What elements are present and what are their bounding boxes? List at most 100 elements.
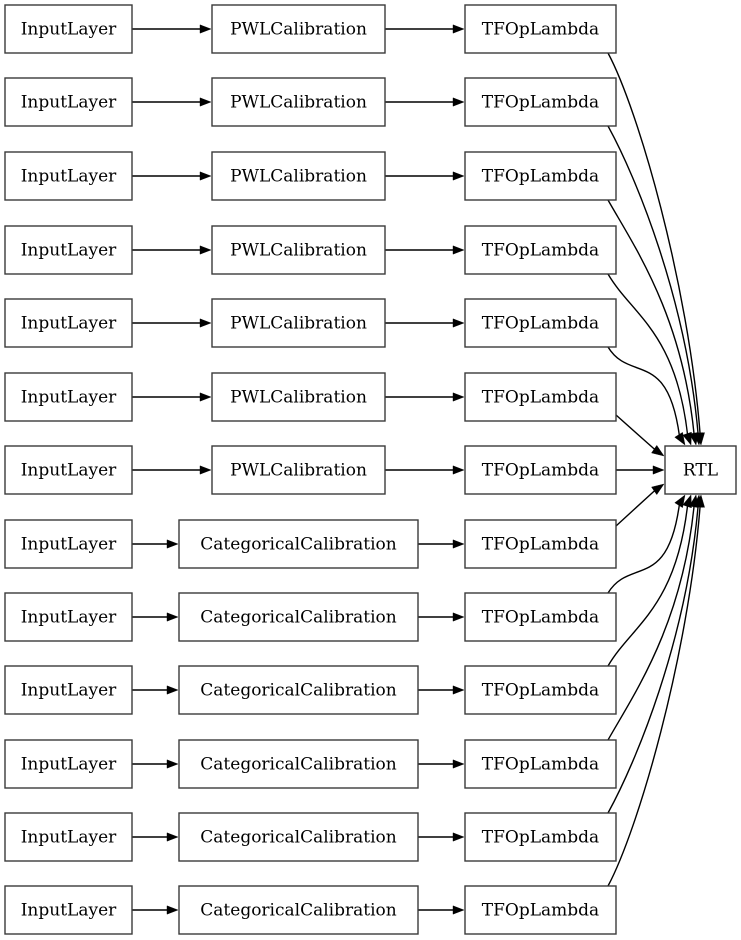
node-calibration-3[interactable]: PWLCalibration <box>211 225 386 275</box>
node-calibration-12[interactable]: CategoricalCalibration <box>178 885 419 935</box>
node-lambda-10-label: TFOpLambda <box>482 755 599 775</box>
node-input-layer-8-label: InputLayer <box>21 608 117 628</box>
edge-calibration-lambda-0-arrowhead <box>452 24 465 34</box>
node-lambda-4-label: TFOpLambda <box>482 314 599 334</box>
node-input-layer-3-box <box>4 225 133 275</box>
edge-input-calibration-12-arrowhead <box>166 905 179 915</box>
node-calibration-1-box <box>211 77 386 127</box>
node-lambda-7[interactable]: TFOpLambda <box>464 519 617 569</box>
node-input-layer-7[interactable]: InputLayer <box>4 519 133 569</box>
node-calibration-6-box <box>211 445 386 495</box>
node-calibration-6[interactable]: PWLCalibration <box>211 445 386 495</box>
node-lambda-11-label: TFOpLambda <box>482 828 599 848</box>
node-lambda-1[interactable]: TFOpLambda <box>464 77 617 127</box>
node-calibration-11[interactable]: CategoricalCalibration <box>178 812 419 862</box>
node-input-layer-7-box <box>4 519 133 569</box>
node-calibration-2[interactable]: PWLCalibration <box>211 151 386 201</box>
node-lambda-5[interactable]: TFOpLambda <box>464 372 617 422</box>
node-lambda-3[interactable]: TFOpLambda <box>464 225 617 275</box>
node-calibration-10-box <box>178 739 419 789</box>
node-lambda-4-box <box>464 298 617 348</box>
node-calibration-1[interactable]: PWLCalibration <box>211 77 386 127</box>
node-lambda-3-label: TFOpLambda <box>482 241 599 261</box>
node-calibration-7-label: CategoricalCalibration <box>200 535 396 555</box>
edge-calibration-lambda-4-arrowhead <box>452 318 465 328</box>
node-input-layer-11-label: InputLayer <box>21 828 117 848</box>
node-lambda-9[interactable]: TFOpLambda <box>464 665 617 715</box>
node-lambda-8[interactable]: TFOpLambda <box>464 592 617 642</box>
node-lambda-10-box <box>464 739 617 789</box>
edge-lambda-rtl-1-curve <box>607 125 699 435</box>
node-input-layer-6[interactable]: InputLayer <box>4 445 133 495</box>
node-calibration-11-label: CategoricalCalibration <box>200 828 396 848</box>
node-lambda-5-label: TFOpLambda <box>482 388 599 408</box>
node-calibration-2-label: PWLCalibration <box>230 167 367 187</box>
node-calibration-9-box <box>178 665 419 715</box>
edge-calibration-lambda-11-arrowhead <box>452 832 465 842</box>
edge-input-calibration-9-arrowhead <box>166 685 179 695</box>
node-input-layer-2[interactable]: InputLayer <box>4 151 133 201</box>
node-input-layer-6-label: InputLayer <box>21 461 117 481</box>
edge-lambda-rtl-2-arrowhead <box>689 432 699 446</box>
edge-input-calibration-11-arrowhead <box>166 832 179 842</box>
edge-lambda-rtl-8-curve <box>607 503 681 594</box>
node-lambda-11-box <box>464 812 617 862</box>
edge-lambda-rtl-2-curve <box>607 199 695 435</box>
node-input-layer-0-box <box>4 4 133 54</box>
node-lambda-12-label: TFOpLambda <box>482 901 599 921</box>
node-input-layer-8-box <box>4 592 133 642</box>
node-lambda-10[interactable]: TFOpLambda <box>464 739 617 789</box>
node-input-layer-9[interactable]: InputLayer <box>4 665 133 715</box>
node-calibration-8[interactable]: CategoricalCalibration <box>178 592 419 642</box>
node-input-layer-10[interactable]: InputLayer <box>4 739 133 789</box>
node-input-layer-11-box <box>4 812 133 862</box>
node-lambda-4[interactable]: TFOpLambda <box>464 298 617 348</box>
node-lambda-12[interactable]: TFOpLambda <box>464 885 617 935</box>
node-calibration-9[interactable]: CategoricalCalibration <box>178 665 419 715</box>
node-input-layer-9-box <box>4 665 133 715</box>
node-input-layer-7-label: InputLayer <box>21 535 117 555</box>
node-input-layer-0[interactable]: InputLayer <box>4 4 133 54</box>
node-calibration-7[interactable]: CategoricalCalibration <box>178 519 419 569</box>
node-input-layer-12[interactable]: InputLayer <box>4 885 133 935</box>
edge-calibration-lambda-9-arrowhead <box>452 685 465 695</box>
edge-calibration-lambda-7-arrowhead <box>452 539 465 549</box>
edge-calibration-lambda-3-arrowhead <box>452 245 465 255</box>
node-lambda-0[interactable]: TFOpLambda <box>464 4 617 54</box>
node-lambda-1-label: TFOpLambda <box>482 93 599 113</box>
edge-input-calibration-0-arrowhead <box>199 24 212 34</box>
node-input-layer-5[interactable]: InputLayer <box>4 372 133 422</box>
node-lambda-6[interactable]: TFOpLambda <box>464 445 617 495</box>
node-calibration-8-label: CategoricalCalibration <box>200 608 396 628</box>
edge-lambda-rtl-4-curve <box>607 346 681 437</box>
node-input-layer-8[interactable]: InputLayer <box>4 592 133 642</box>
node-input-layer-4[interactable]: InputLayer <box>4 298 133 348</box>
node-calibration-0-box <box>211 4 386 54</box>
edge-calibration-lambda-6-arrowhead <box>452 465 465 475</box>
node-input-layer-1[interactable]: InputLayer <box>4 77 133 127</box>
node-input-layer-11[interactable]: InputLayer <box>4 812 133 862</box>
node-lambda-2-box <box>464 151 617 201</box>
node-rtl-output-label: RTL <box>683 461 718 481</box>
node-calibration-10[interactable]: CategoricalCalibration <box>178 739 419 789</box>
node-lambda-9-label: TFOpLambda <box>482 681 599 701</box>
node-input-layer-3[interactable]: InputLayer <box>4 225 133 275</box>
node-calibration-7-box <box>178 519 419 569</box>
node-calibration-12-label: CategoricalCalibration <box>200 901 396 921</box>
node-lambda-11[interactable]: TFOpLambda <box>464 812 617 862</box>
node-input-layer-4-label: InputLayer <box>21 314 117 334</box>
edge-lambda-rtl-10-curve <box>607 505 695 741</box>
node-calibration-5[interactable]: PWLCalibration <box>211 372 386 422</box>
edge-calibration-lambda-8-arrowhead <box>452 612 465 622</box>
node-rtl-output[interactable]: RTL <box>664 445 737 495</box>
node-calibration-4[interactable]: PWLCalibration <box>211 298 386 348</box>
edge-lambda-rtl-8-arrowhead <box>674 494 686 508</box>
edge-input-calibration-8-arrowhead <box>166 612 179 622</box>
node-input-layer-1-label: InputLayer <box>21 93 117 113</box>
edge-input-calibration-5-arrowhead <box>199 392 212 402</box>
node-lambda-2[interactable]: TFOpLambda <box>464 151 617 201</box>
node-calibration-1-label: PWLCalibration <box>230 93 367 113</box>
node-calibration-0[interactable]: PWLCalibration <box>211 4 386 54</box>
edge-lambda-rtl-0-curve <box>607 52 701 435</box>
